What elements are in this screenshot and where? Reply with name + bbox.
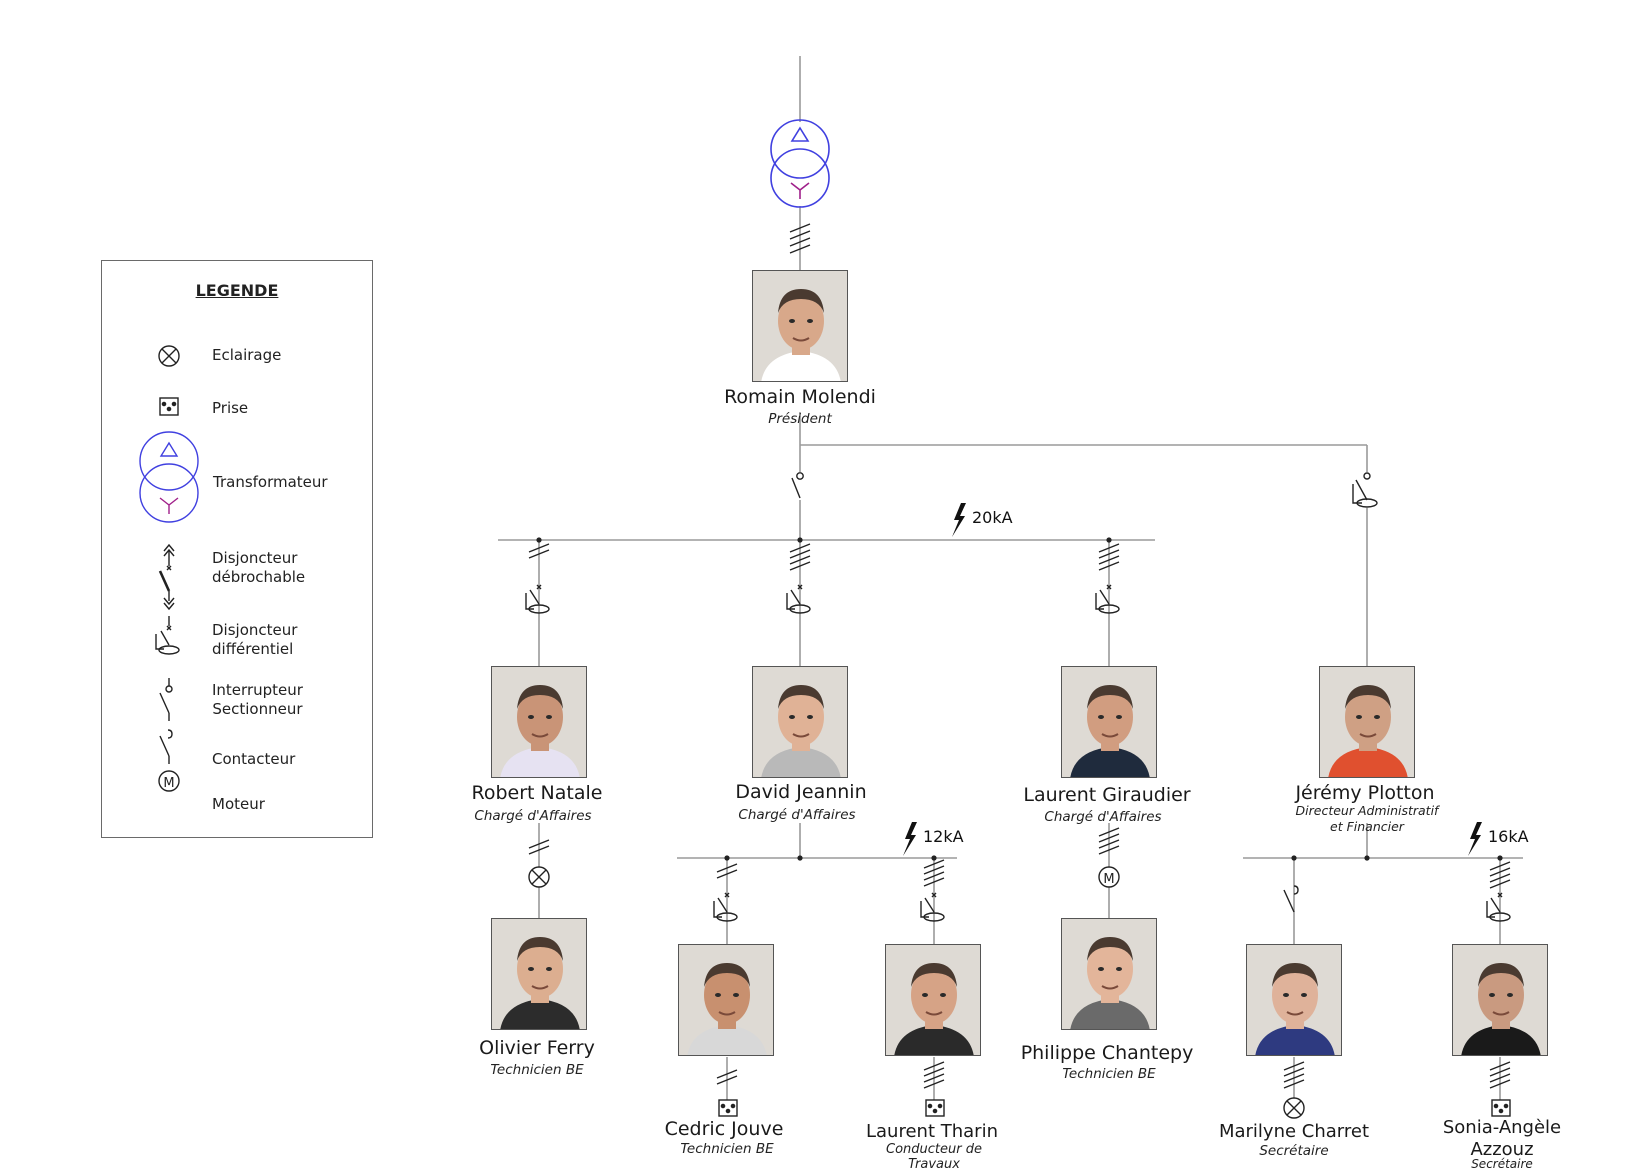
- differential-breaker-icon: [155, 616, 180, 655]
- withdrawable-breaker-icon: [158, 543, 175, 611]
- photo-laurent-giraudier: [1061, 666, 1157, 778]
- lamp-icon: [1283, 1097, 1305, 1119]
- name-jeremy: Jérémy Plotton: [1295, 782, 1435, 804]
- portrait-image: [1062, 919, 1156, 1029]
- differential-breaker-icon: [1095, 584, 1120, 614]
- legend-symbols: M: [139, 345, 199, 792]
- photo-olivier: [491, 918, 587, 1030]
- portrait-image: [1320, 667, 1414, 777]
- name-laurent-tharin: Laurent Tharin: [866, 1121, 998, 1142]
- contactor-icon: [159, 729, 173, 764]
- lamp-icon: [158, 345, 180, 367]
- name-olivier: Olivier Ferry: [479, 1037, 595, 1059]
- role-laurent-giraudier: Chargé d'Affaires: [1044, 809, 1162, 825]
- socket-icon: [1491, 1099, 1511, 1117]
- name-marilyne: Marilyne Charret: [1218, 1121, 1370, 1142]
- cable-marks: [528, 223, 1511, 1089]
- portrait-image: [1247, 945, 1341, 1055]
- photo-david: [752, 666, 848, 778]
- legend-label-motor: Moteur: [212, 795, 265, 813]
- photo-sonia: [1452, 944, 1548, 1056]
- portrait-image: [1062, 667, 1156, 777]
- legend: LEGENDE: [101, 260, 373, 838]
- name-laurent-giraudier: Laurent Giraudier: [1023, 784, 1191, 806]
- portrait-image: [492, 667, 586, 777]
- photo-philippe: [1061, 918, 1157, 1030]
- socket-icon: [925, 1099, 945, 1117]
- switch-disconnector-icon: [791, 472, 804, 499]
- portrait-image: [753, 271, 847, 381]
- name-romain: Romain Molendi: [724, 386, 876, 408]
- fault-level-main: 20kA: [972, 508, 1013, 527]
- socket-icon: [718, 1099, 738, 1117]
- lightning-icon: [903, 822, 917, 856]
- fault-level-david: 12kA: [923, 827, 964, 846]
- role-olivier: Technicien BE: [490, 1062, 584, 1078]
- portrait-image: [492, 919, 586, 1029]
- differential-breaker-icon: [1486, 892, 1511, 922]
- name-david: David Jeannin: [735, 781, 867, 803]
- portrait-image: [1453, 945, 1547, 1055]
- name-robert: Robert Natale: [471, 782, 603, 804]
- legend-title: LEGENDE: [195, 281, 279, 300]
- motor-icon: [158, 770, 180, 792]
- role-marilyne: Secrétaire: [1259, 1143, 1329, 1159]
- transformer-icon: [770, 119, 830, 208]
- lightning-icon: [952, 503, 966, 537]
- role-sonia: Secrétaire: [1471, 1157, 1533, 1171]
- photo-romain: [752, 270, 848, 382]
- role-david: Chargé d'Affaires: [738, 807, 856, 823]
- name-cedric: Cedric Jouve: [664, 1118, 784, 1140]
- role-philippe: Technicien BE: [1062, 1066, 1156, 1082]
- portrait-image: [886, 945, 980, 1055]
- differential-breaker-icon: [786, 584, 811, 614]
- differential-breaker-icon: [713, 892, 738, 922]
- portrait-image: [679, 945, 773, 1055]
- lamp-icon: [528, 866, 550, 888]
- name-philippe: Philippe Chantepy: [1020, 1042, 1194, 1064]
- socket-icon: [159, 397, 179, 416]
- legend-label-transformer: Transformateur: [213, 473, 328, 491]
- photo-laurent-tharin: [885, 944, 981, 1056]
- motor-icon: [1098, 866, 1120, 888]
- role-cedric: Technicien BE: [680, 1141, 774, 1157]
- fault-level-jeremy: 16kA: [1488, 827, 1529, 846]
- differential-breaker-icon: [525, 584, 550, 614]
- legend-label-contactor: Contacteur: [212, 750, 296, 768]
- svg-text:M: M: [163, 776, 174, 791]
- switch-disconnector-icon: [159, 678, 173, 721]
- differential-breaker-icon: [920, 892, 945, 922]
- photo-robert: [491, 666, 587, 778]
- svg-text:M: M: [1103, 872, 1114, 887]
- role-romain: Président: [768, 411, 832, 427]
- transformer-icon: [139, 431, 199, 523]
- legend-label-lamp: Eclairage: [212, 346, 282, 364]
- photo-jeremy: [1319, 666, 1415, 778]
- contactor-icon: [1283, 885, 1299, 913]
- photo-cedric: [678, 944, 774, 1056]
- role-robert: Chargé d'Affaires: [474, 808, 592, 824]
- legend-label-socket: Prise: [212, 399, 249, 417]
- lightning-icon: [1468, 822, 1482, 856]
- portrait-image: [753, 667, 847, 777]
- differential-breaker-icon: [1352, 472, 1378, 508]
- photo-marilyne: [1246, 944, 1342, 1056]
